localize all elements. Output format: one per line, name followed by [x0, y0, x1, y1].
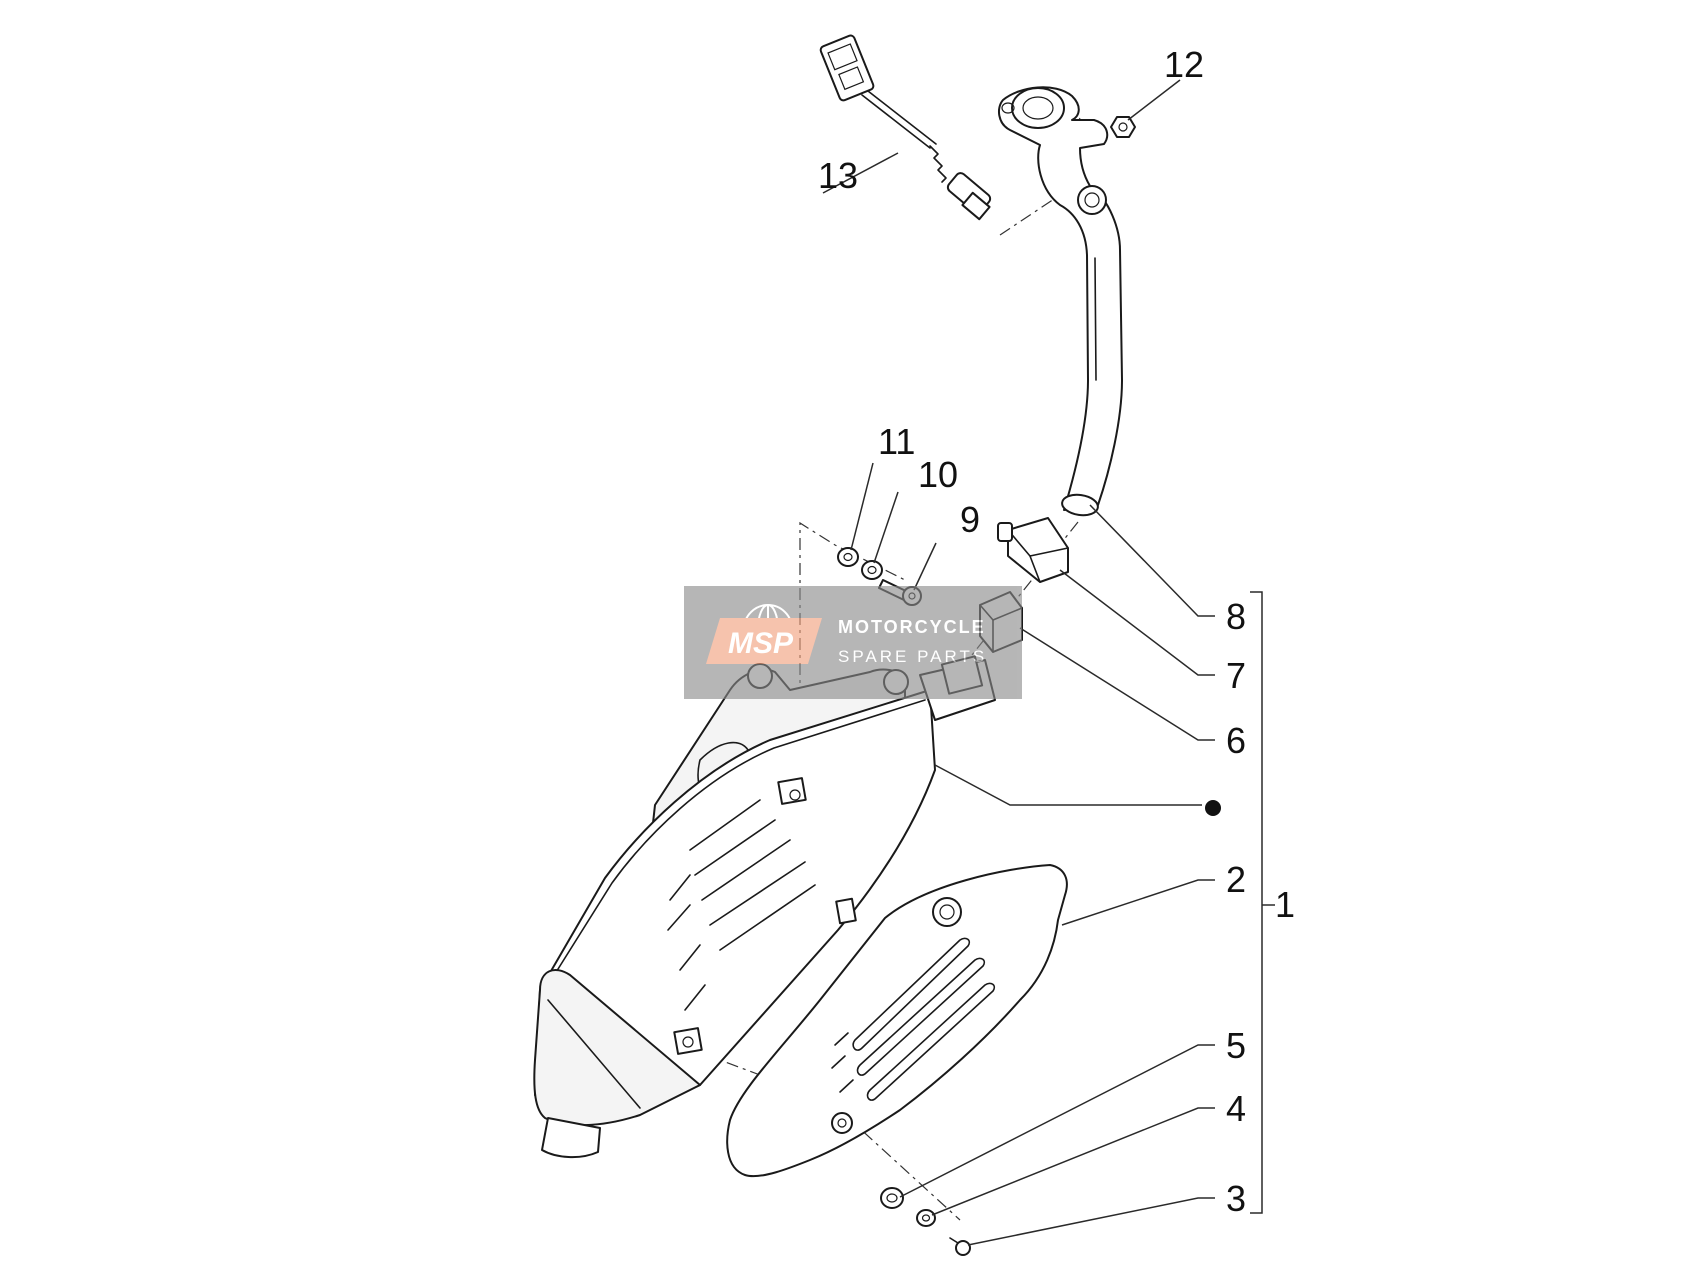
callout-11: 11	[878, 421, 915, 462]
callout-9: 9	[960, 499, 980, 540]
callout-8: 8	[1226, 596, 1246, 637]
callout-4: 4	[1226, 1088, 1246, 1129]
leader-lines	[822, 79, 1275, 1246]
watermark-logo-badge	[706, 618, 822, 664]
callout-2: 2	[1226, 859, 1246, 900]
callout-6: 6	[1226, 720, 1246, 761]
watermark: MSP MOTORCYCLE SPARE PARTS	[684, 586, 1022, 699]
callout-1: 1	[1275, 884, 1295, 925]
muffler-dot-marker	[1205, 800, 1221, 816]
grommet[interactable]	[880, 1187, 904, 1209]
watermark-line-1: MOTORCYCLE	[838, 617, 986, 637]
washer[interactable]	[916, 1209, 936, 1227]
callout-10: 10	[918, 454, 958, 495]
heat-shield[interactable]	[726, 864, 1068, 1178]
callout-labels: 1 2 3 4 5 6 7 8 9 10 11 12 13	[818, 44, 1295, 1219]
exhaust-manifold[interactable]	[997, 86, 1123, 517]
callout-13: 13	[818, 155, 858, 196]
clamp[interactable]	[997, 517, 1069, 583]
oxygen-sensor[interactable]	[819, 34, 992, 221]
watermark-logo: MSP	[728, 627, 794, 660]
callout-5: 5	[1226, 1025, 1246, 1066]
callout-7: 7	[1226, 655, 1246, 696]
callout-12: 12	[1164, 44, 1204, 85]
watermark-line-2: SPARE PARTS	[838, 647, 987, 666]
screw[interactable]	[949, 1237, 971, 1256]
washer-large[interactable]	[837, 547, 859, 567]
washer-small[interactable]	[861, 560, 883, 580]
flange-nut[interactable]	[1110, 116, 1136, 138]
callout-3: 3	[1226, 1178, 1246, 1219]
